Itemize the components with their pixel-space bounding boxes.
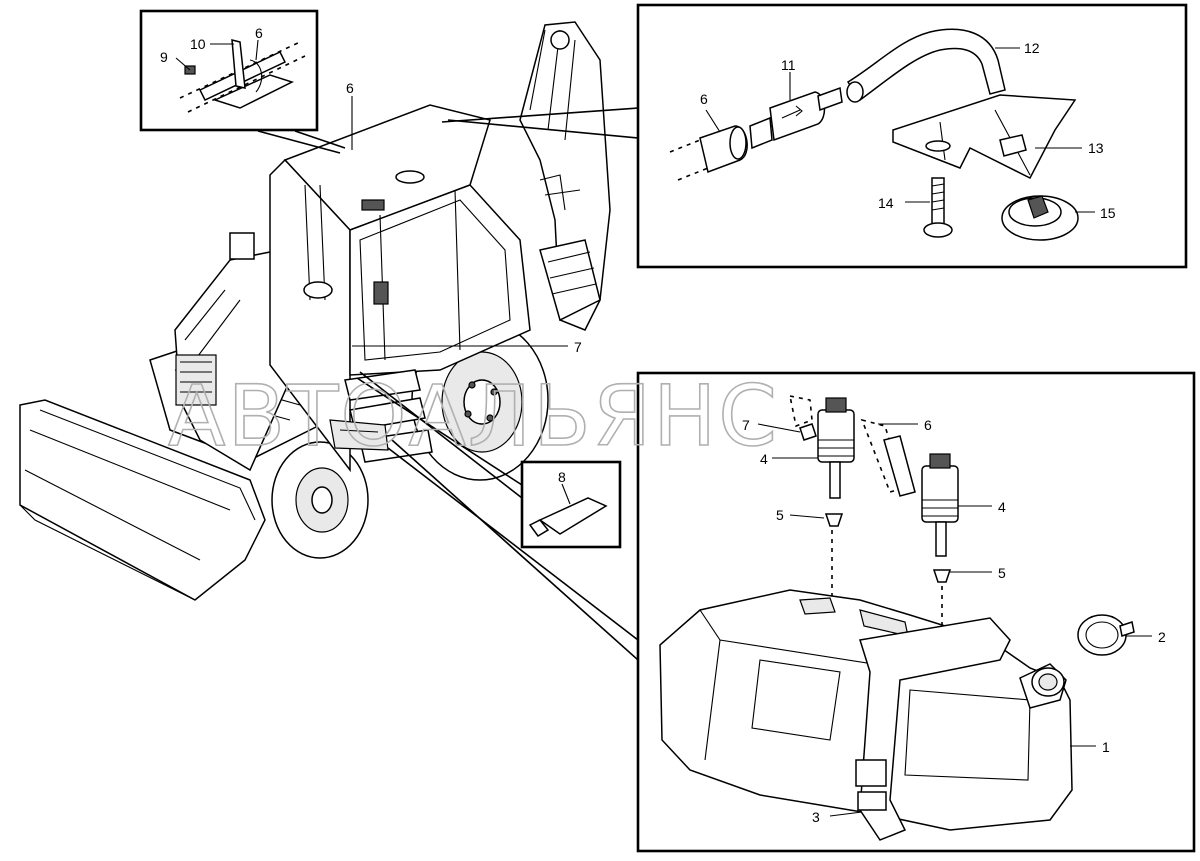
callout-5-reservoir-b: 5 (998, 565, 1006, 581)
callout-2-reservoir: 2 (1158, 629, 1166, 645)
filler-cap (1077, 614, 1135, 656)
callout-7-reservoir: 7 (742, 417, 750, 433)
backhoe-arm (519, 21, 611, 331)
callout-5-reservoir-a: 5 (776, 507, 784, 523)
backhoe-loader (19, 21, 611, 601)
callout-6-pump: 6 (700, 91, 708, 107)
callout-6-machine: 6 (346, 80, 354, 96)
leader-lines (257, 107, 639, 661)
callout-15-pump: 15 (1100, 205, 1116, 221)
callout-12-pump: 12 (1024, 40, 1040, 56)
inset-pump-line: 6 11 12 13 14 15 (636, 3, 1188, 269)
callout-6-reservoir: 6 (924, 417, 932, 433)
front-wheel (271, 441, 369, 559)
callout-8-sealant: 8 (558, 469, 566, 485)
callout-4-reservoir-b: 4 (998, 499, 1006, 515)
callout-11-pump: 11 (781, 57, 796, 73)
inset-sealant: 8 (520, 460, 622, 549)
callout-3-reservoir: 3 (812, 809, 820, 825)
inset-reservoir: 7 4 5 6 4 5 (636, 371, 1196, 853)
callout-7-machine: 7 (574, 339, 582, 355)
callout-9-clip: 9 (160, 49, 168, 65)
callout-10-clip: 10 (190, 36, 206, 52)
washer-reservoir (659, 589, 1073, 841)
callout-4-reservoir-a: 4 (760, 451, 768, 467)
callout-14-pump: 14 (878, 195, 894, 211)
washer-pump-left (788, 394, 855, 600)
callout-13-pump: 13 (1088, 140, 1104, 156)
callout-6-clip: 6 (255, 25, 263, 41)
machine-callouts: 6 7 (346, 80, 582, 355)
callout-1-reservoir: 1 (1102, 739, 1110, 755)
watermark-text: АВТОАЛЬЯНС (168, 367, 779, 465)
inset-hose-clip: 9 10 6 (139, 9, 319, 132)
washer-pump-right (860, 418, 959, 630)
cab (269, 104, 531, 473)
loader-bucket (19, 399, 266, 601)
